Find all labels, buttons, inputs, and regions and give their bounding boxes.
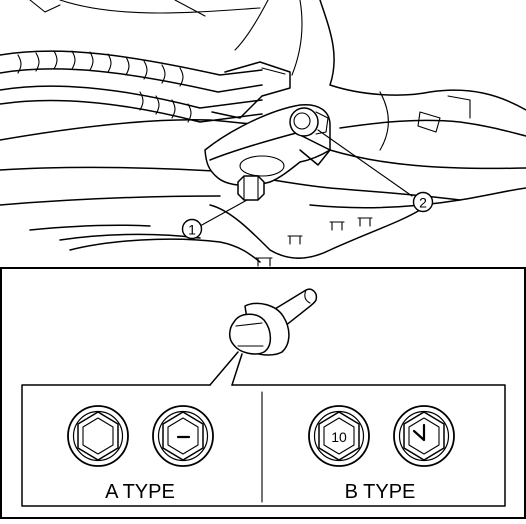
b-type-head-clock-mark: [393, 405, 455, 467]
brake-hose-upper: [0, 50, 263, 93]
detail-leader: [209, 351, 243, 386]
a-type-head-plain: [67, 405, 129, 467]
type-panel: [21, 384, 506, 507]
clock-mark-icon: [412, 423, 426, 442]
brake-hose-lower: [0, 85, 263, 123]
callout-1: 1: [181, 218, 203, 240]
b-type-head-numbered: 10: [308, 405, 370, 467]
a-type-label: A TYPE: [105, 481, 175, 503]
bolt-2: [289, 107, 329, 137]
bolt-1: [237, 175, 265, 201]
underbody-illustration: [0, 0, 526, 267]
b-type-label: B TYPE: [345, 481, 416, 503]
callout-2: 2: [412, 191, 434, 213]
a-type-head-dash-mark: [152, 405, 214, 467]
callout-2-leader: [317, 129, 413, 197]
detail-frame: [0, 267, 526, 519]
b-type-head-marking: 10: [331, 429, 347, 445]
callout-1-number: 1: [188, 222, 196, 238]
callout-1-leader: [199, 199, 248, 227]
flange-bolt: [229, 288, 318, 356]
callout-2-number: 2: [419, 195, 427, 211]
